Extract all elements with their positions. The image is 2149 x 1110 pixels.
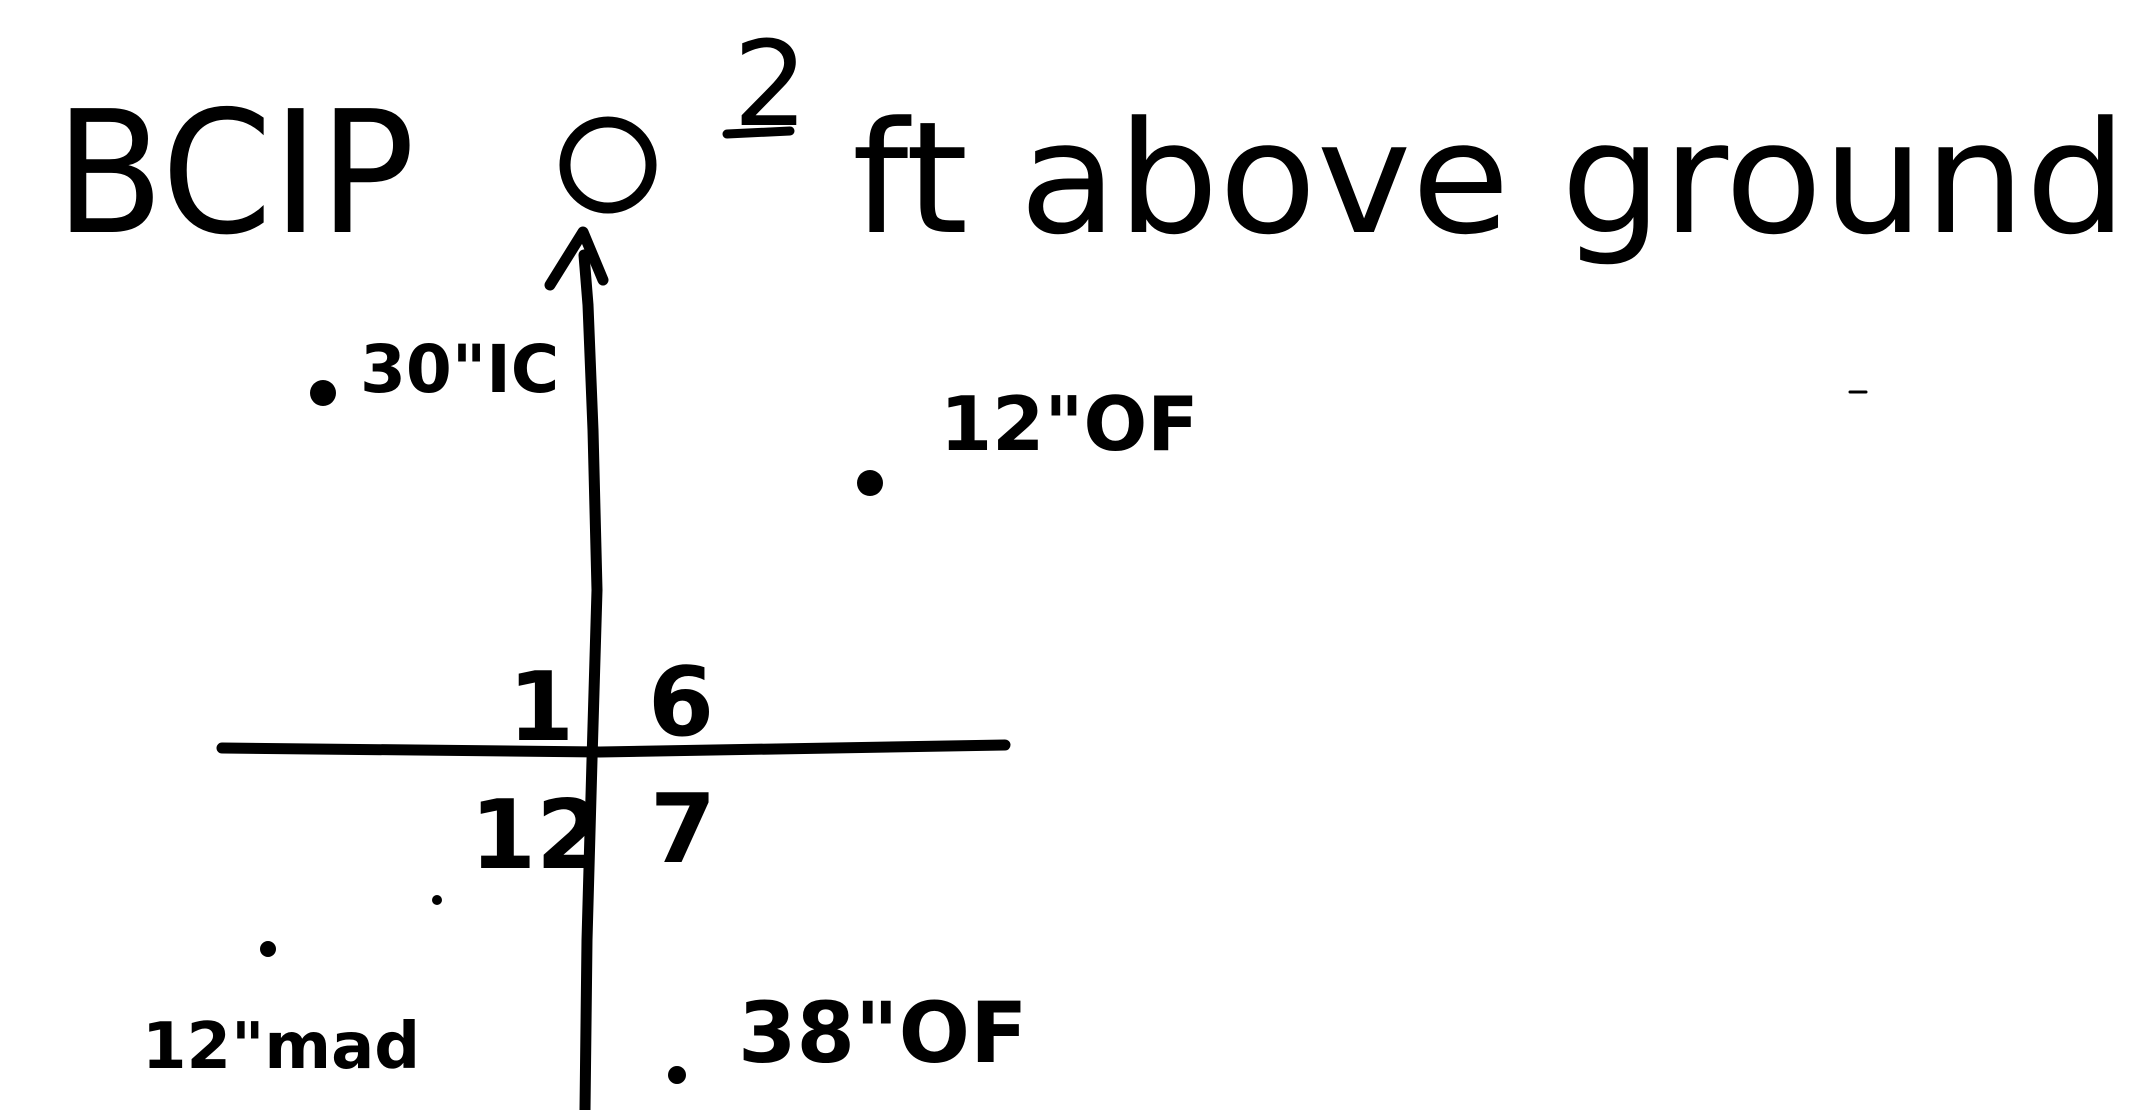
tree-1: 30"IC bbox=[310, 331, 559, 408]
north-arrow bbox=[544, 226, 609, 1110]
header-note: BCIP 2 ft above ground bbox=[55, 15, 2127, 273]
tree-point-icon bbox=[857, 470, 883, 496]
point-circle-icon bbox=[559, 116, 657, 214]
vertical-line bbox=[578, 249, 603, 1110]
quadrant-labels: 1 6 12 7 bbox=[470, 648, 716, 891]
superscript-underline bbox=[722, 126, 795, 139]
quadrant-label-bottom-left: 12 bbox=[470, 781, 602, 891]
quadrant-label-bottom-right: 7 bbox=[650, 775, 716, 885]
tree-label: 30"IC bbox=[360, 331, 559, 408]
tree-point-icon bbox=[432, 895, 442, 905]
tree-point-icon bbox=[668, 1066, 686, 1084]
quadrant-label-top-right: 6 bbox=[648, 648, 714, 758]
note-prefix: BCIP bbox=[55, 75, 415, 273]
tree-2: 12"OF bbox=[857, 380, 1198, 496]
note-suffix: ft above ground bbox=[852, 88, 2127, 269]
horizontal-line bbox=[216, 739, 1011, 758]
tree-label: 12"OF bbox=[940, 380, 1198, 468]
tree-label: 12"mad bbox=[142, 1010, 420, 1084]
quadrant-label-top-left: 1 bbox=[508, 653, 574, 763]
tree-label: 38"OF bbox=[738, 984, 1027, 1082]
tree-point-icon bbox=[310, 380, 336, 406]
tree-4: 38"OF bbox=[668, 984, 1027, 1084]
tree-point-icon bbox=[260, 941, 276, 957]
arrowhead-icon bbox=[544, 226, 609, 291]
tree-3: 12"mad bbox=[142, 895, 442, 1084]
